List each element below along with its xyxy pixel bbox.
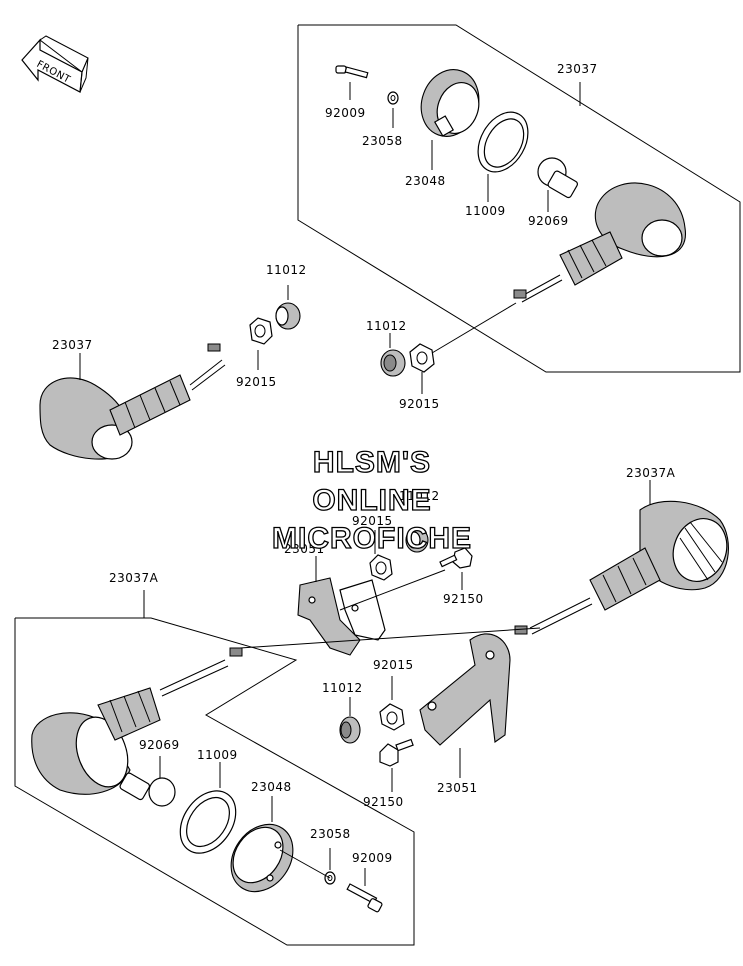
label-23037A-right: 23037A bbox=[626, 466, 676, 480]
label-23051-mid: 23051 bbox=[284, 542, 325, 556]
label-23037A-left: 23037A bbox=[109, 571, 159, 585]
label-92069-top: 92069 bbox=[528, 214, 569, 228]
bolt-92150-low bbox=[379, 738, 414, 767]
label-23048-low: 23048 bbox=[251, 780, 292, 794]
label-11012-low: 11012 bbox=[322, 681, 363, 695]
watermark: HLSM'S ONLINE MICROFICHE bbox=[271, 445, 472, 555]
label-92150-mid: 92150 bbox=[443, 592, 484, 606]
label-92009-low: 92009 bbox=[352, 851, 393, 865]
watermark-line3: MICROFICHE bbox=[272, 522, 472, 555]
collar-11012-mid bbox=[405, 527, 429, 553]
label-92015-left: 92015 bbox=[236, 375, 277, 389]
label-23037-left: 23037 bbox=[52, 338, 93, 352]
housing-23037-top bbox=[513, 182, 686, 303]
upper-group-outline bbox=[297, 24, 741, 373]
housing-23037A-right bbox=[514, 500, 729, 635]
label-92150-low: 92150 bbox=[363, 795, 404, 809]
screw-92009-low bbox=[346, 883, 383, 913]
bracket-23051-low bbox=[419, 633, 511, 746]
washer-23058-top bbox=[387, 91, 399, 105]
label-11012-center: 11012 bbox=[366, 319, 407, 333]
housing-23037-left bbox=[39, 343, 226, 460]
nut-92015-center bbox=[409, 343, 435, 373]
nut-92015-left bbox=[249, 317, 273, 345]
lens-23048-top bbox=[420, 69, 480, 137]
lower-group-outline bbox=[14, 617, 415, 946]
label-92015-low: 92015 bbox=[373, 658, 414, 672]
label-92015-mid: 92015 bbox=[352, 514, 393, 528]
lens-23048-low bbox=[230, 823, 294, 893]
label-11012-left: 11012 bbox=[266, 263, 307, 277]
bulb-92069-top bbox=[537, 157, 579, 199]
label-92009-top: 92009 bbox=[325, 106, 366, 120]
housing-23037A-left bbox=[31, 647, 243, 795]
front-arrow-icon: FRONT bbox=[21, 35, 89, 93]
label-11009-top: 11009 bbox=[465, 204, 506, 218]
nut-92015-mid bbox=[369, 554, 393, 581]
screw-92009-top bbox=[335, 65, 369, 79]
label-92069-low: 92069 bbox=[139, 738, 180, 752]
collar-11012-center bbox=[380, 349, 406, 377]
label-23058-low: 23058 bbox=[310, 827, 351, 841]
label-23048-top: 23048 bbox=[405, 174, 446, 188]
watermark-line1: HLSM'S bbox=[313, 446, 431, 479]
gasket-11009-low bbox=[179, 790, 237, 854]
gasket-11009-top bbox=[477, 111, 529, 173]
watermark-line2: ONLINE bbox=[312, 484, 431, 517]
collar-11012-low bbox=[339, 716, 361, 744]
label-23051-low: 23051 bbox=[437, 781, 478, 795]
label-11009-low: 11009 bbox=[197, 748, 238, 762]
label-23037-top: 23037 bbox=[557, 62, 598, 76]
label-92015-center: 92015 bbox=[399, 397, 440, 411]
nut-92015-low bbox=[379, 703, 405, 731]
bolt-92150-mid bbox=[439, 547, 473, 569]
label-11012-mid: 11012 bbox=[399, 489, 440, 503]
collar-11012-left bbox=[275, 302, 301, 330]
bracket-23051-mid bbox=[297, 577, 386, 656]
label-23058-top: 23058 bbox=[362, 134, 403, 148]
bulb-92069-low bbox=[119, 772, 176, 807]
